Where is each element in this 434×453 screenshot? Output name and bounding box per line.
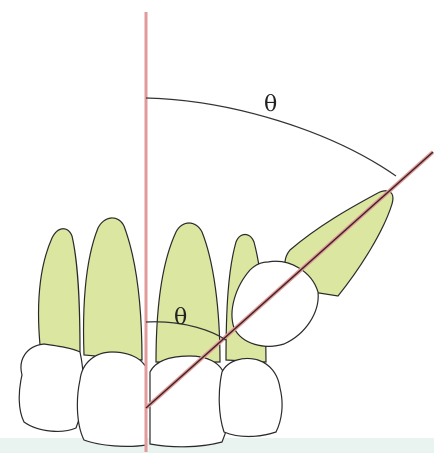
tooth-crown [77, 352, 146, 446]
upper-angle-label: θ [264, 92, 277, 117]
tooth-root [39, 229, 81, 352]
tooth-root [156, 223, 220, 362]
lower-angle-label: θ [174, 305, 187, 330]
tooth-tilted-canine [232, 191, 393, 346]
tooth-central-incisor-left [77, 218, 146, 446]
tooth-crown [219, 359, 282, 437]
tooth-crown [19, 344, 83, 431]
tooth-lateral-incisor-left [19, 229, 83, 432]
tooth-root [84, 218, 142, 360]
